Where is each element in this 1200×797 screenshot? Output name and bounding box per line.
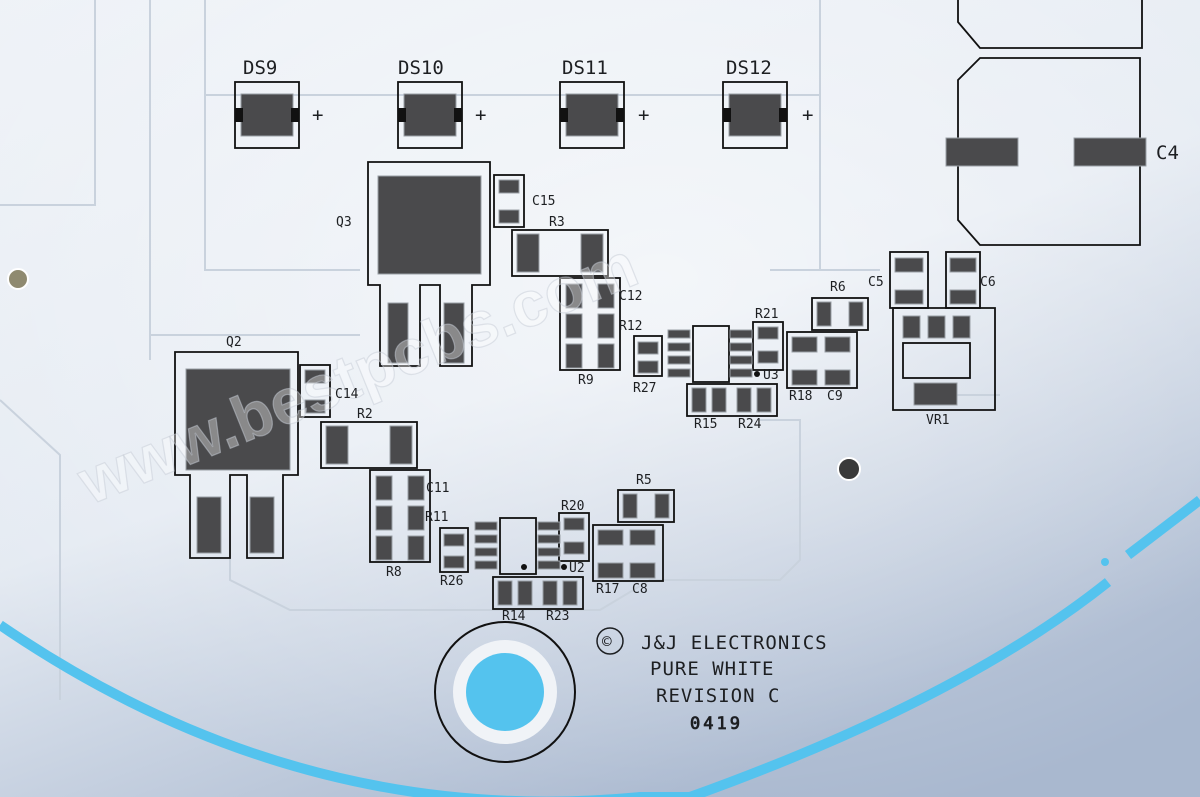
board-edge-slot [0, 496, 1200, 797]
label-ds10: DS10 [398, 57, 444, 79]
label-r26: R26 [440, 574, 463, 589]
label-c5: C5 [868, 275, 884, 290]
label-c6: C6 [980, 275, 996, 290]
led-footprints [234, 81, 788, 149]
label-r21: R21 [755, 307, 778, 322]
label-ds12: DS12 [726, 57, 772, 79]
label-c12: C12 [619, 289, 642, 304]
label-r3: R3 [549, 215, 565, 230]
label-r20: R20 [561, 499, 584, 514]
c4-footprint [945, 0, 1147, 246]
label-ds9: DS9 [243, 57, 277, 79]
silkscreen-labels: DS9 DS10 DS11 DS12 + + + + Q3 Q2 C4 C15 … [226, 57, 1179, 624]
q3-footprint [367, 161, 491, 367]
label-c15: C15 [532, 194, 555, 209]
u2-footprint [474, 517, 567, 575]
label-r9: R9 [578, 373, 594, 388]
label-r5: R5 [636, 473, 652, 488]
via-hole-left [7, 268, 29, 290]
label-r18: R18 [789, 389, 812, 404]
faint-traces [0, 0, 1000, 700]
plus-ds11: + [638, 104, 649, 126]
plus-ds9: + [312, 104, 323, 126]
date-code: 0419 [690, 714, 743, 734]
label-r2: R2 [357, 407, 373, 422]
u3-footprint [667, 325, 760, 383]
mounting-hole [434, 621, 576, 763]
label-u2: U2 [569, 561, 585, 576]
label-r11: R11 [425, 510, 448, 525]
via-hole-right [837, 457, 861, 481]
label-q3: Q3 [336, 215, 352, 230]
label-r27: R27 [633, 381, 656, 396]
product-name: PURE WHITE [650, 658, 774, 680]
label-r15: R15 [694, 417, 717, 432]
plus-ds10: + [475, 104, 486, 126]
label-c11: C11 [426, 481, 449, 496]
label-c14: C14 [335, 387, 359, 402]
label-c4: C4 [1156, 142, 1179, 164]
label-u3: U3 [763, 368, 779, 383]
label-r23: R23 [546, 609, 569, 624]
branding-block: © J&J ELECTRONICS PURE WHITE REVISION C … [596, 627, 828, 734]
revision-label: REVISION C [656, 685, 780, 707]
label-r14: R14 [502, 609, 526, 624]
label-r24: R24 [738, 417, 762, 432]
label-r17: R17 [596, 582, 619, 597]
vr1-footprint [892, 307, 996, 411]
label-r6: R6 [830, 280, 846, 295]
label-r8: R8 [386, 565, 402, 580]
q2-footprint [174, 351, 299, 559]
company-name: J&J ELECTRONICS [641, 632, 828, 654]
copyright-symbol: © [602, 632, 612, 651]
label-ds11: DS11 [562, 57, 608, 79]
label-c9: C9 [827, 389, 843, 404]
label-r12: R12 [619, 319, 642, 334]
label-q2: Q2 [226, 335, 242, 350]
label-c8: C8 [632, 582, 648, 597]
plus-ds12: + [802, 104, 813, 126]
label-vr1: VR1 [926, 413, 949, 428]
passive-footprints [299, 174, 981, 610]
